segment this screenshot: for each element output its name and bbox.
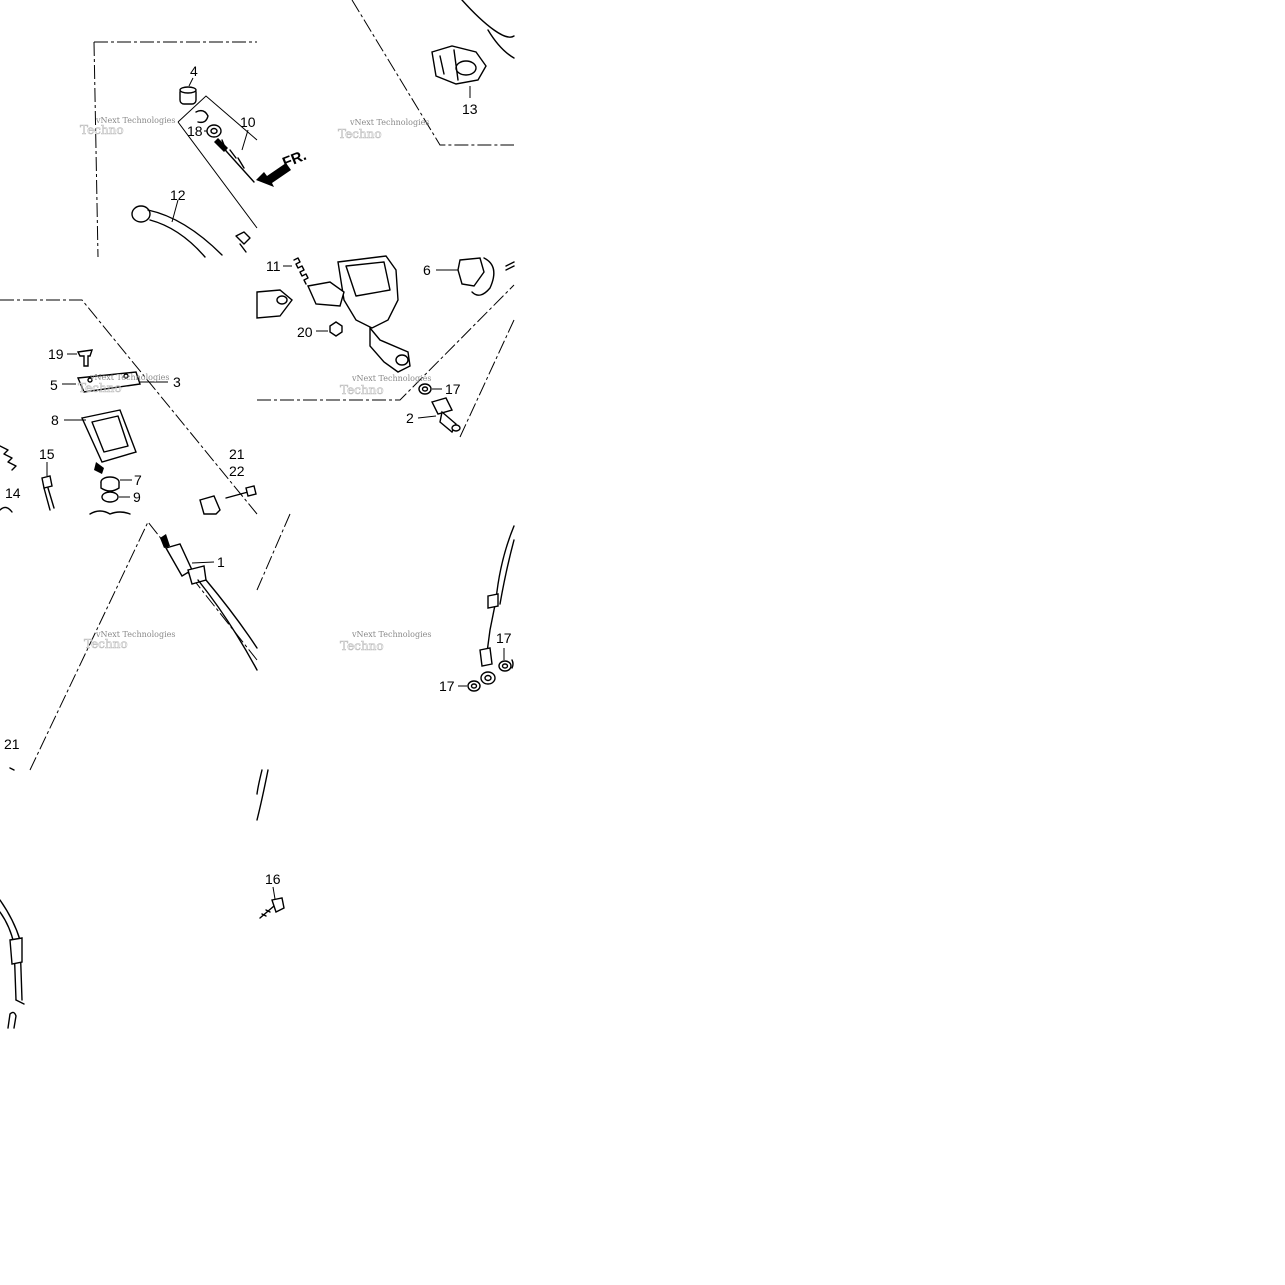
brake-hose-lower-icon xyxy=(479,525,515,685)
holder-13-icon xyxy=(431,45,487,85)
svg-text:Techno: Techno xyxy=(84,637,128,651)
svg-text:Techno: Techno xyxy=(340,639,384,653)
watermark-text: vNext Technologies xyxy=(89,373,169,382)
label-5: 5 xyxy=(50,377,58,393)
bolt-15-icon xyxy=(41,475,55,511)
spring-11-icon xyxy=(293,257,309,285)
screw-19-icon xyxy=(76,349,94,367)
label-15: 15 xyxy=(39,446,55,462)
clamp-icon xyxy=(199,495,221,515)
label-6: 6 xyxy=(423,262,431,278)
tile-top-middle: vNext Technologies Techno xyxy=(338,0,515,146)
tile-lower-middle xyxy=(256,769,285,919)
boot-6-icon xyxy=(457,257,495,296)
label-22: 22 xyxy=(229,463,245,479)
spring-14-icon xyxy=(0,445,17,471)
label-17c: 17 xyxy=(439,678,455,694)
watermark-text: vNext Technologies xyxy=(349,118,429,127)
svg-text:Techno: Techno xyxy=(78,381,122,395)
washer-17b-icon xyxy=(498,660,512,672)
cap-7-icon xyxy=(100,476,120,492)
part-labels: 4 10 18 12 13 11 6 20 17 2 19 5 3 8 21 2… xyxy=(4,63,512,887)
bolt-21-22-icon xyxy=(225,485,257,499)
label-12: 12 xyxy=(170,187,186,203)
piston-10-icon xyxy=(214,138,255,183)
watermark-text: vNext Technologies xyxy=(351,630,431,639)
label-21a: 21 xyxy=(229,446,245,462)
label-1: 1 xyxy=(217,554,225,570)
watermark-text: vNext Technologies xyxy=(95,116,175,125)
label-10: 10 xyxy=(240,114,256,130)
tile-middle-right: vNext Technologies Techno xyxy=(256,255,515,438)
tile-top-left: vNext Technologies Techno xyxy=(80,41,291,258)
label-11: 11 xyxy=(266,258,281,274)
tile-lower-left xyxy=(0,899,25,1029)
label-8: 8 xyxy=(51,412,59,428)
label-4: 4 xyxy=(190,63,198,79)
label-7: 7 xyxy=(134,472,142,488)
watermark-text: vNext Technologies xyxy=(351,374,431,383)
oring-9-icon xyxy=(101,491,119,503)
label-14: 14 xyxy=(5,485,21,501)
diaphragm-8-icon xyxy=(81,409,137,474)
tile-bottom-left: vNext Technologies Techno xyxy=(9,521,258,771)
label-20: 20 xyxy=(297,324,313,340)
label-13: 13 xyxy=(462,101,478,117)
front-arrow-icon xyxy=(256,163,291,187)
label-17b: 17 xyxy=(496,630,512,646)
reservoir-cap-5-icon xyxy=(76,371,141,393)
label-9: 9 xyxy=(133,489,141,505)
master-cylinder-icon xyxy=(256,255,411,373)
brake-hose-end-icon xyxy=(0,899,25,1005)
label-3: 3 xyxy=(173,374,181,390)
tile-middle-left: vNext Technologies Techno xyxy=(0,299,258,515)
washer-18-icon xyxy=(206,124,222,138)
washer-17c-icon xyxy=(467,680,481,692)
watermark-text: vNext Technologies xyxy=(95,630,175,639)
circlip-icon xyxy=(195,109,209,124)
bolt-16-icon xyxy=(259,897,285,919)
label-17a: 17 xyxy=(445,381,461,397)
svg-text:Techno: Techno xyxy=(340,383,384,397)
front-direction-label: FR. xyxy=(280,147,309,172)
label-2: 2 xyxy=(406,410,414,426)
svg-text:Techno: Techno xyxy=(80,123,124,137)
washer-17-icon xyxy=(418,383,432,395)
nut-20-icon xyxy=(329,321,343,337)
label-19: 19 xyxy=(48,346,64,362)
brake-hose-1-icon xyxy=(160,534,258,671)
svg-text:Techno: Techno xyxy=(338,127,382,141)
tile-bottom-middle: vNext Technologies Techno xyxy=(256,513,515,692)
label-18: 18 xyxy=(187,123,203,139)
brake-lever-12-icon xyxy=(131,205,223,258)
label-21b: 21 xyxy=(4,736,20,752)
label-16: 16 xyxy=(265,871,281,887)
cap-4-icon xyxy=(179,86,197,105)
banjo-bolt-2-icon xyxy=(430,397,461,434)
